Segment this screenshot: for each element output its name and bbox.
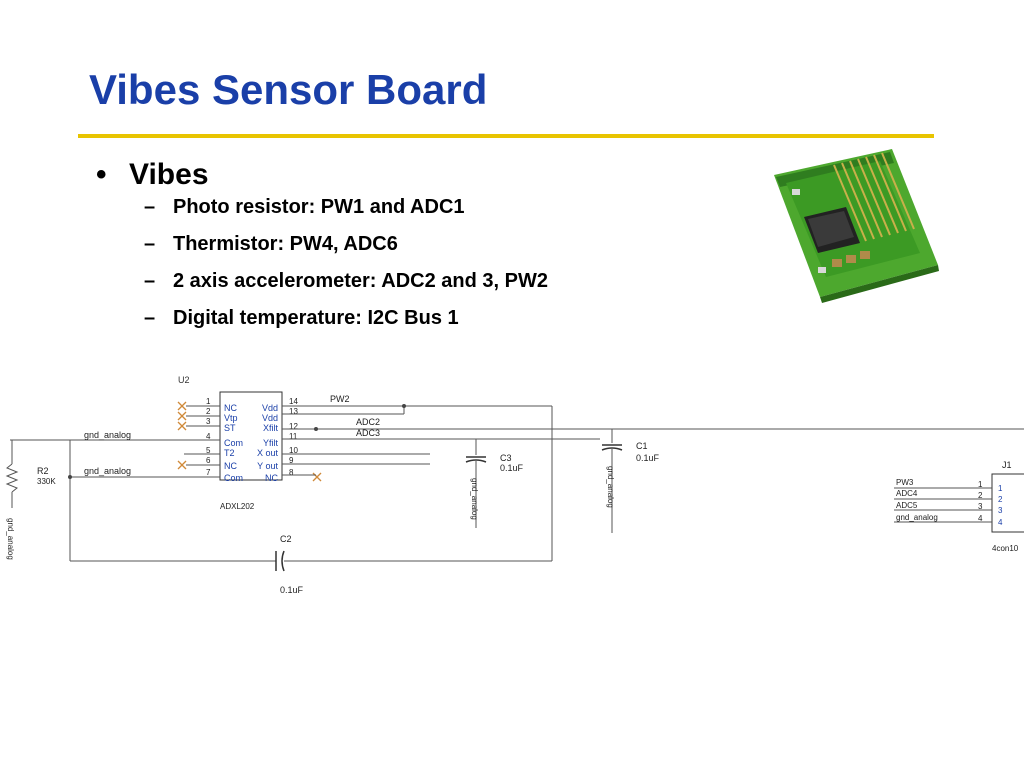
u2-left-pin-name: T2 [224, 448, 235, 458]
j1-net-label: ADC5 [896, 501, 918, 510]
u2-left-pin-name: Vtp [224, 413, 238, 423]
u2-pin-number: 5 [206, 446, 211, 455]
j1-pin-label: 1 [998, 484, 1003, 493]
u2-pin-number: 1 [206, 397, 211, 406]
sensor-board-photo [774, 149, 939, 303]
u2-pin-number: 12 [289, 422, 298, 431]
sub-bullet-marker: – [144, 233, 156, 255]
j1-pin-label: 4 [998, 518, 1003, 527]
u2-ref: U2 [178, 375, 190, 385]
u2-pin-number: 11 [289, 432, 298, 441]
j1-pin-number: 3 [978, 502, 983, 511]
net-label-gnd-analog: gnd_analog [470, 478, 479, 520]
u2-pin-number: 13 [289, 407, 298, 416]
sub-bullet-marker: – [144, 196, 156, 218]
u2-pin-number: 4 [206, 432, 211, 441]
net-label-gnd-analog: gnd_analog [84, 466, 131, 476]
u2-right-pin-name: Vdd [262, 403, 278, 413]
j1-net-label: gnd_analog [896, 513, 938, 522]
u2-left-pin-name: Com [224, 438, 243, 448]
u2-pin-number: 8 [289, 468, 294, 477]
u2-part-name: ADXL202 [220, 502, 255, 511]
u2-pin-number: 6 [206, 456, 211, 465]
u2-pin-number: 3 [206, 417, 211, 426]
sub-bullet-marker: – [144, 270, 156, 292]
j1-net-label: PW3 [896, 478, 914, 487]
u2-left-pin-name: Com [224, 473, 243, 483]
j1-pin-label: 3 [998, 506, 1003, 515]
net-label-gnd-analog: gnd_analog [606, 466, 615, 508]
u2-right-pin-name: Yfilt [263, 438, 279, 448]
sub-bullet-text: Photo resistor: PW1 and ADC1 [173, 196, 465, 218]
net-label-adc2: ADC2 [356, 417, 380, 427]
u2-pin-number: 9 [289, 456, 294, 465]
u2-pin-number: 7 [206, 468, 211, 477]
net-label-gnd-analog: gnd_analog [84, 430, 131, 440]
u2-left-pin-name: NC [224, 403, 237, 413]
sub-bullet-marker: – [144, 307, 156, 329]
u2-right-pin-name: Xfilt [263, 423, 279, 433]
sub-bullet-text: 2 axis accelerometer: ADC2 and 3, PW2 [173, 270, 548, 292]
sub-bullet-text: Digital temperature: I2C Bus 1 [173, 307, 459, 329]
u2-left-pin-name: NC [224, 461, 237, 471]
j1-connector-body [991, 473, 1024, 533]
u2-pin-number: 2 [206, 407, 211, 416]
c3-ref: C3 [500, 453, 512, 463]
j1-pin-number: 2 [978, 491, 983, 500]
j1-ref: J1 [1002, 460, 1012, 470]
j1-pin-label: 2 [998, 495, 1003, 504]
no-connect-marks [177, 401, 322, 482]
j1-net-label: ADC4 [896, 489, 918, 498]
c1-value: 0.1uF [636, 453, 660, 463]
u2-left-pin-name: ST [224, 423, 236, 433]
j1-pin-number: 4 [978, 514, 983, 523]
bullet-text: Vibes [129, 158, 209, 191]
u2-right-pin-name: Y out [257, 461, 278, 471]
u2-chip-body [219, 391, 283, 481]
net-label-adc3: ADC3 [356, 428, 380, 438]
net-label-gnd-analog: gnd_analog [6, 518, 15, 560]
c1-ref: C1 [636, 441, 648, 451]
r2-ref: R2 [37, 466, 49, 476]
slide-title: Vibes Sensor Board [89, 66, 488, 113]
bullet-list: • Vibes – Photo resistor: PW1 and ADC1 –… [96, 158, 548, 344]
title-underline [78, 134, 934, 138]
bullet-marker: • [96, 158, 107, 191]
c2-ref: C2 [280, 534, 292, 544]
j1-part-name: 4con10 [992, 544, 1019, 553]
u2-pin-number: 14 [289, 397, 298, 406]
bullet-vibes: • Vibes [96, 158, 209, 196]
u2-pin-number: 10 [289, 446, 298, 455]
u2-right-pin-name: NC [265, 473, 278, 483]
net-label-pw2: PW2 [330, 394, 350, 404]
sub-bullet-text: Thermistor: PW4, ADC6 [173, 233, 398, 255]
u2-right-pin-name: X out [257, 448, 279, 458]
j1-pin-number: 1 [978, 480, 983, 489]
schematic-diagram: U2 NC Vtp ST Com T2 NC Com Vdd Vdd Xfilt… [5, 375, 1024, 595]
c3-value: 0.1uF [500, 463, 524, 473]
u2-right-pin-name: Vdd [262, 413, 278, 423]
c2-value: 0.1uF [280, 585, 304, 595]
r2-value: 330K [37, 477, 56, 486]
